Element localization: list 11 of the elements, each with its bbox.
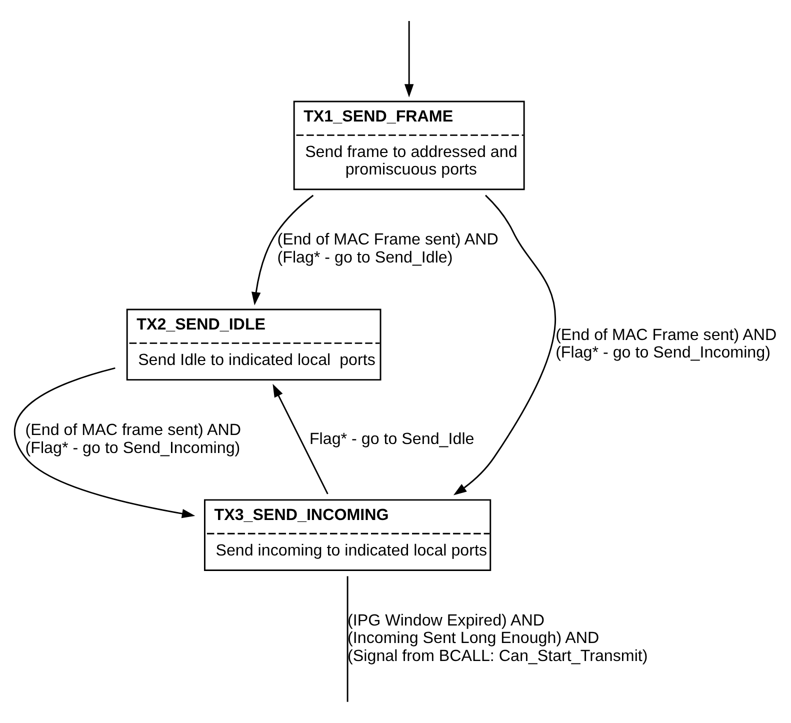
arrow xyxy=(252,194,314,306)
arrow xyxy=(14,367,196,518)
edge-label: Flag* - go to Send_Idle xyxy=(309,430,474,448)
edge-label: (End of MAC frame sent) AND (Flag* - go to Send_Incoming) xyxy=(25,421,242,457)
arrow xyxy=(404,21,414,98)
connector xyxy=(346,576,348,702)
edge-label: (IPG Window Expired) AND (Incoming Sent Long Enough) AND (Signal from BCALL: Can_Start_Transmit) xyxy=(348,612,648,665)
edge-label: (End of MAC Frame sent) AND (Flag* - go to Send_Incoming) xyxy=(556,326,777,362)
arrow xyxy=(453,194,556,496)
edge-label: (End of MAC Frame sent) AND (Flag* - go to Send_Idle) xyxy=(277,230,498,266)
arrow xyxy=(272,384,328,494)
